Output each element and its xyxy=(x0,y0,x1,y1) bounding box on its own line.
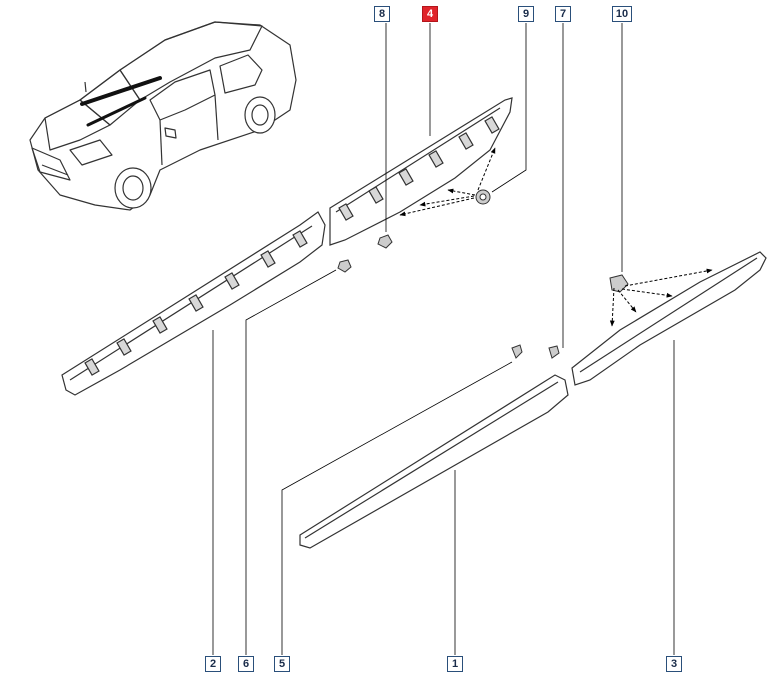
fastener-8-nut xyxy=(377,234,393,249)
routing-arrows xyxy=(399,147,713,327)
part-1-lower-molding xyxy=(299,374,569,549)
callout-3[interactable]: 3 xyxy=(666,656,682,672)
part-4-rear-door-molding xyxy=(329,97,513,246)
fastener-6-nut xyxy=(337,259,352,273)
fastener-7-screw xyxy=(548,345,560,359)
car-molding-stripe-upper xyxy=(80,76,162,106)
callout-9[interactable]: 9 xyxy=(518,6,534,22)
callout-2[interactable]: 2 xyxy=(205,656,221,672)
car-molding-stripe-lower xyxy=(86,96,147,127)
fastener-5-screw xyxy=(511,344,523,359)
callout-7[interactable]: 7 xyxy=(555,6,571,22)
callout-8[interactable]: 8 xyxy=(374,6,390,22)
fastener-9-clip xyxy=(475,189,491,205)
part-2-front-door-molding xyxy=(61,211,326,396)
car-illustration xyxy=(29,21,297,211)
leader-lines xyxy=(212,23,675,655)
part-3-rear-molding xyxy=(571,251,767,386)
fastener-10-clip xyxy=(609,274,629,293)
callout-6[interactable]: 6 xyxy=(238,656,254,672)
callout-5[interactable]: 5 xyxy=(274,656,290,672)
callout-1[interactable]: 1 xyxy=(447,656,463,672)
callout-4-highlighted[interactable]: 4 xyxy=(422,6,438,22)
callout-10[interactable]: 10 xyxy=(612,6,632,22)
